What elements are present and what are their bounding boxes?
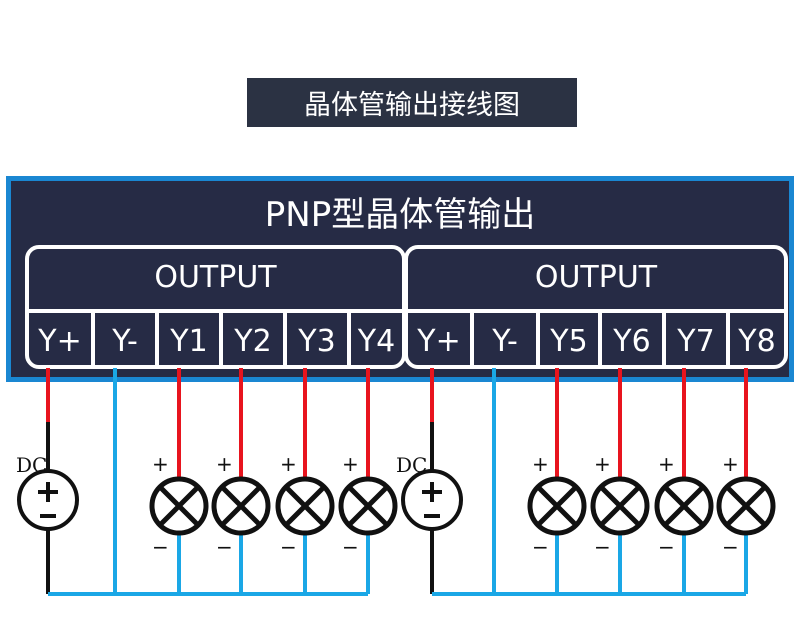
plus-sign: + (216, 452, 233, 476)
terminal-y-minus-1: Y- (112, 323, 138, 359)
minus-sign: − (658, 535, 675, 559)
terminal-separator (598, 313, 602, 365)
terminal-separator (470, 313, 474, 365)
output-group-2-label: OUTPUT (534, 260, 658, 295)
terminal-separator (726, 313, 730, 365)
lamp-icon (338, 476, 398, 536)
terminal-panel: PNP型晶体管输出 OUTPUT Y+ Y- Y1 Y2 Y3 Y4 OUTPU… (6, 176, 794, 382)
terminal-separator (347, 313, 351, 365)
terminal-separator (219, 313, 223, 365)
minus-sign: − (532, 535, 549, 559)
plus-sign: + (280, 452, 297, 476)
plus-sign: + (342, 452, 359, 476)
minus-sign: − (722, 535, 739, 559)
lamp-icon (590, 476, 650, 536)
terminal-separator (283, 313, 287, 365)
lamp-icon (275, 476, 335, 536)
plus-sign: + (594, 452, 611, 476)
panel-title: PNP型晶体管输出 (264, 195, 536, 235)
output-group-1-label: OUTPUT (154, 260, 277, 295)
dc-label-1: DC (16, 453, 48, 477)
terminal-separator (662, 313, 666, 365)
output-group-2: OUTPUT Y+ Y- Y5 Y6 Y7 Y8 (404, 245, 788, 369)
terminal-y-plus-1: Y+ (38, 323, 82, 359)
lamp-icon (149, 476, 209, 536)
diagram-title: 晶体管输出接线图 (247, 78, 577, 127)
minus-sign: − (594, 535, 611, 559)
terminal-y6: Y6 (613, 323, 651, 359)
group-divider (29, 309, 402, 313)
lamp-icon (716, 476, 776, 536)
terminal-y8: Y8 (738, 323, 776, 359)
dc-source-icon (401, 469, 463, 531)
plus-sign: + (532, 452, 549, 476)
terminal-y2: Y2 (234, 323, 272, 359)
lamp-icon (211, 476, 271, 536)
lamp-icon (654, 476, 714, 536)
terminal-separator (536, 313, 540, 365)
terminal-y5: Y5 (550, 323, 588, 359)
plus-sign: + (722, 452, 739, 476)
terminal-y-plus-2: Y+ (417, 323, 461, 359)
terminal-separator (155, 313, 159, 365)
group-divider (408, 309, 784, 313)
terminal-y3: Y3 (298, 323, 336, 359)
dc-label-2: DC (396, 453, 428, 477)
lamp-icon (527, 476, 587, 536)
terminal-y1: Y1 (170, 323, 208, 359)
minus-sign: − (280, 535, 297, 559)
terminal-y4: Y4 (357, 323, 396, 359)
plus-sign: + (658, 452, 675, 476)
minus-sign: − (216, 535, 233, 559)
dc-source-icon (17, 469, 79, 531)
terminal-y7: Y7 (677, 323, 715, 359)
minus-sign: − (152, 535, 169, 559)
terminal-separator (91, 313, 95, 365)
minus-sign: − (342, 535, 359, 559)
plus-sign: + (152, 452, 169, 476)
terminal-y-minus-2: Y- (492, 323, 518, 359)
